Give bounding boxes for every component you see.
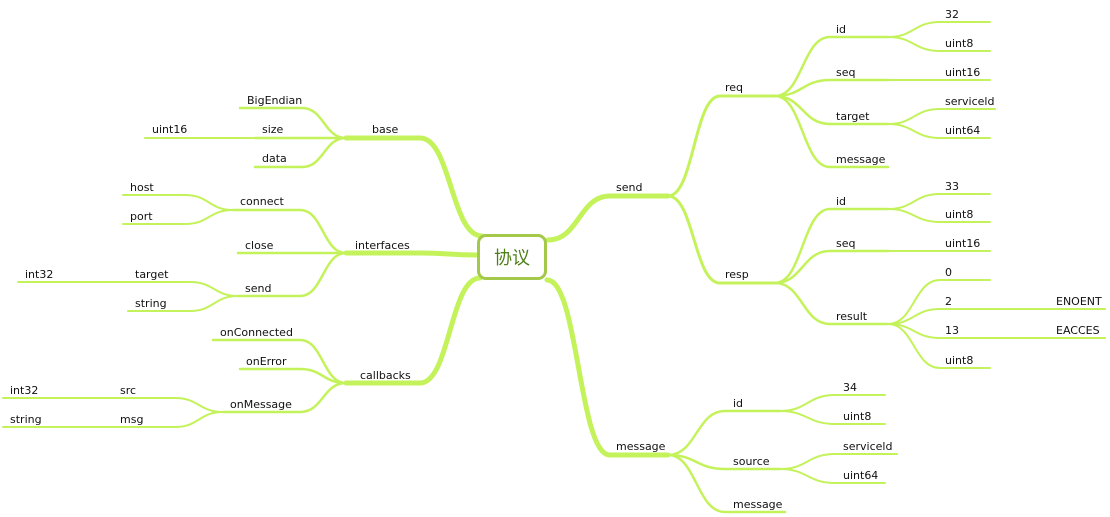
branch-line xyxy=(666,453,787,514)
branch-line xyxy=(231,208,348,255)
node-base[interactable]: base xyxy=(372,123,399,136)
branch-line xyxy=(779,468,886,484)
branch-line xyxy=(666,94,777,198)
node-resp-id-uint8[interactable]: uint8 xyxy=(945,208,974,221)
node-base-size[interactable]: size xyxy=(262,123,284,136)
node-callbacks[interactable]: callbacks xyxy=(360,369,411,382)
branch-line xyxy=(887,123,991,139)
node-result-enoent[interactable]: ENOENT xyxy=(1056,295,1102,308)
node-resp-result[interactable]: result xyxy=(836,310,868,323)
node-target-int32[interactable]: int32 xyxy=(25,268,54,281)
branch-line xyxy=(666,194,777,285)
node-connect-host[interactable]: host xyxy=(130,181,154,194)
node-connect-port[interactable]: port xyxy=(130,210,153,223)
branch-line xyxy=(773,281,890,326)
branch-line xyxy=(253,136,348,169)
node-base-data[interactable]: data xyxy=(262,152,287,165)
branch-line xyxy=(221,381,348,414)
branch-line xyxy=(887,308,1106,325)
branch-line xyxy=(779,453,898,470)
branch-line xyxy=(887,208,991,223)
node-req-seq-uint16[interactable]: uint16 xyxy=(945,66,981,79)
branch-line xyxy=(773,249,890,285)
node-req-target-uint64[interactable]: uint64 xyxy=(945,124,981,137)
node-result-eacces[interactable]: EACCES xyxy=(1056,324,1100,337)
node-message-source-uint64[interactable]: uint64 xyxy=(843,469,879,482)
branch-line xyxy=(238,106,348,140)
node-interfaces-send[interactable]: send xyxy=(245,282,272,295)
node-message-source[interactable]: source xyxy=(733,455,770,468)
node-req-id-uint8[interactable]: uint8 xyxy=(945,37,974,50)
node-result-2[interactable]: 2 xyxy=(945,295,952,308)
node-req-id[interactable]: id xyxy=(836,23,847,36)
branch-line xyxy=(122,194,234,211)
node-onmessage-src[interactable]: src xyxy=(120,384,137,397)
branch-line xyxy=(343,135,485,239)
node-message-id-uint8[interactable]: uint8 xyxy=(843,410,872,423)
node-req-id-32[interactable]: 32 xyxy=(945,8,959,21)
branch-line xyxy=(773,94,890,126)
branch-line xyxy=(238,367,348,385)
node-src-int32[interactable]: int32 xyxy=(10,384,39,397)
node-resp-id-33[interactable]: 33 xyxy=(945,180,959,193)
branch-line xyxy=(666,453,782,471)
node-send[interactable]: send xyxy=(616,181,643,194)
branch-line xyxy=(127,281,239,297)
node-onmessage-msg[interactable]: msg xyxy=(120,413,144,426)
branch-line xyxy=(343,275,483,386)
node-req-target-serviceld[interactable]: serviceld xyxy=(945,95,995,108)
node-base-bigendian[interactable]: BigEndian xyxy=(247,94,303,107)
branch-line xyxy=(545,193,671,243)
branch-line xyxy=(887,279,991,325)
node-resp-seq[interactable]: seq xyxy=(836,237,856,250)
branch-line xyxy=(773,207,890,285)
node-callbacks-onerror[interactable]: onError xyxy=(246,355,287,368)
node-req-message[interactable]: message xyxy=(836,153,886,166)
node-send-target[interactable]: target xyxy=(135,268,169,281)
node-interfaces[interactable]: interfaces xyxy=(355,239,410,252)
branch-line xyxy=(236,251,348,298)
branch-line xyxy=(887,323,991,369)
node-message-message[interactable]: message xyxy=(733,498,783,511)
branch-line xyxy=(773,78,890,98)
node-resp-seq-uint16[interactable]: uint16 xyxy=(945,237,981,250)
branch-line xyxy=(666,409,782,457)
branch-line xyxy=(127,295,239,312)
branch-line xyxy=(887,193,991,210)
branch-line xyxy=(887,108,996,125)
node-callbacks-onmessage[interactable]: onMessage xyxy=(230,398,292,411)
node-result-0[interactable]: 0 xyxy=(945,266,952,279)
node-message[interactable]: message xyxy=(616,440,666,453)
node-result-13[interactable]: 13 xyxy=(945,324,959,337)
branch-line xyxy=(779,394,886,412)
branch-line xyxy=(887,21,991,38)
node-req-seq[interactable]: seq xyxy=(836,66,856,79)
node-interfaces-connect[interactable]: connect xyxy=(240,195,284,208)
node-resp-id[interactable]: id xyxy=(836,195,847,208)
node-result-uint8[interactable]: uint8 xyxy=(945,354,974,367)
branch-line xyxy=(122,209,234,225)
node-message-source-serviceld[interactable]: serviceld xyxy=(843,440,893,453)
root-node[interactable]: 协议 xyxy=(477,234,547,280)
branch-line xyxy=(773,94,890,169)
node-req[interactable]: req xyxy=(725,81,744,94)
node-msg-string[interactable]: string xyxy=(10,413,42,426)
branch-line xyxy=(112,397,224,413)
node-req-target[interactable]: target xyxy=(836,110,870,123)
branch-line xyxy=(887,36,991,52)
branch-line xyxy=(779,410,886,425)
node-message-id-34[interactable]: 34 xyxy=(843,381,857,394)
branch-line xyxy=(544,277,671,458)
node-callbacks-onconnected[interactable]: onConnected xyxy=(220,326,293,339)
branch-line xyxy=(773,35,890,98)
node-send-string[interactable]: string xyxy=(135,297,167,310)
node-interfaces-close[interactable]: close xyxy=(245,239,274,252)
node-resp[interactable]: resp xyxy=(725,268,749,281)
branch-line xyxy=(112,411,224,428)
branch-line xyxy=(343,250,480,258)
node-message-id[interactable]: id xyxy=(733,397,744,410)
node-base-size-uint16[interactable]: uint16 xyxy=(152,123,188,136)
